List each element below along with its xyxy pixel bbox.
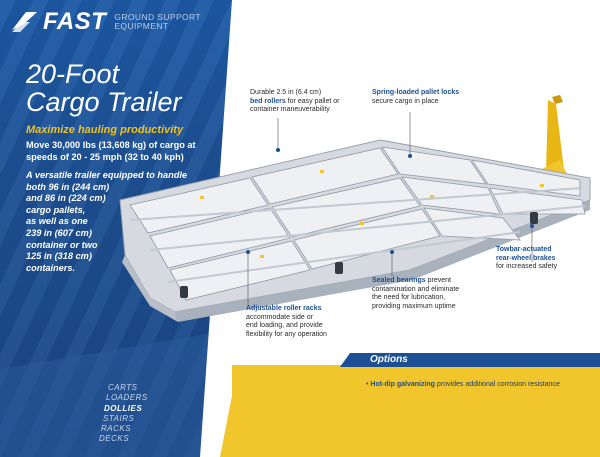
capacity-spec: Move 30,000 lbs (13,608 kg) of cargo at … bbox=[26, 140, 196, 162]
callout-bed-rollers: Durable 2.5 in (6.4 cm) bed rollers for … bbox=[250, 89, 340, 114]
brand-subtitle: GROUND SUPPORT EQUIPMENT bbox=[114, 12, 202, 31]
options-header: Options bbox=[340, 353, 600, 367]
product-stairs[interactable]: STAIRS bbox=[103, 413, 135, 423]
description: A versatile trailer equipped to handle b… bbox=[26, 170, 187, 273]
fast-wing-icon bbox=[12, 12, 37, 32]
product-loaders[interactable]: LOADERS bbox=[106, 393, 148, 403]
callout-bearings: Sealed bearings prevent contamination an… bbox=[372, 277, 460, 310]
callout-roller-racks: Adjustable roller racks accommodate side… bbox=[246, 305, 327, 338]
product-carts[interactable]: CARTS bbox=[108, 383, 138, 392]
brand-name: FAST bbox=[43, 8, 107, 35]
page-title: 20-Foot Cargo Trailer bbox=[26, 59, 182, 117]
callout-pallet-locks: Spring-loaded pallet locks secure cargo … bbox=[372, 89, 460, 105]
callout-brakes: Towbar-actuated rear-wheel brakes for in… bbox=[496, 246, 558, 271]
product-racks[interactable]: RACKS bbox=[101, 424, 132, 434]
brand-logo: FAST GROUND SUPPORT EQUIPMENT bbox=[10, 10, 201, 34]
product-dollies[interactable]: DOLLIES bbox=[104, 403, 143, 413]
yellow-footer bbox=[232, 365, 600, 457]
tagline: Maximize hauling productivity bbox=[26, 124, 184, 136]
product-decks[interactable]: DECKS bbox=[99, 434, 130, 444]
towbar bbox=[546, 100, 564, 178]
option-item: • Hot-dip galvanizing provides additiona… bbox=[366, 381, 560, 388]
product-list: CARTS LOADERS DOLLIES STAIRS RACKS DECKS bbox=[99, 383, 148, 445]
